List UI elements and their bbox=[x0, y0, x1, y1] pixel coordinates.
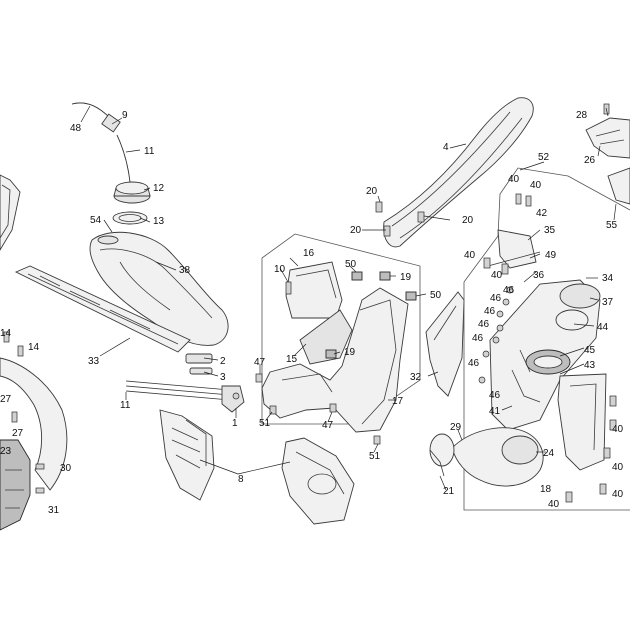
intake-duct bbox=[429, 427, 544, 487]
callout-26: 26 bbox=[584, 155, 596, 166]
callout-15: 15 bbox=[286, 354, 298, 365]
airbox-assembly bbox=[489, 279, 601, 431]
callout-38: 38 bbox=[179, 265, 191, 276]
number-plate-frame bbox=[261, 233, 421, 425]
leader-lines bbox=[80, 105, 617, 491]
callout-34: 34 bbox=[602, 273, 614, 284]
side-panel-strip bbox=[14, 265, 191, 353]
right-radiator-shroud bbox=[281, 437, 355, 525]
callout-32: 32 bbox=[410, 372, 422, 383]
callout-2: 2 bbox=[220, 356, 226, 367]
callout-29: 29 bbox=[450, 422, 462, 433]
number-plate bbox=[285, 261, 343, 319]
callout-51a: 51 bbox=[259, 418, 271, 429]
rear-rack-parts bbox=[585, 103, 630, 205]
callout-14b: 14 bbox=[28, 342, 40, 353]
callout-40g: 40 bbox=[612, 462, 624, 473]
callout-43: 43 bbox=[584, 360, 596, 371]
airbox-side-bracket bbox=[557, 373, 607, 471]
callout-40e: 40 bbox=[548, 499, 560, 510]
callout-17: 17 bbox=[392, 396, 404, 407]
left-front-fairing bbox=[0, 174, 68, 531]
callout-31: 31 bbox=[48, 505, 60, 516]
mask-screws bbox=[255, 281, 381, 445]
callout-21: 21 bbox=[443, 486, 455, 497]
callout-23: 23 bbox=[0, 446, 12, 457]
fuel-hose-assembly bbox=[71, 102, 131, 183]
callout-40d: 40 bbox=[491, 270, 503, 281]
callout-40f: 40 bbox=[612, 424, 624, 435]
callout-18: 18 bbox=[540, 484, 552, 495]
callout-28: 28 bbox=[576, 110, 588, 121]
callout-47a: 47 bbox=[254, 357, 266, 368]
callout-labels: 48 9 11 12 13 54 38 33 2 3 11 1 14 14 27… bbox=[0, 110, 624, 516]
side-number-panel bbox=[425, 291, 465, 397]
callout-50b: 50 bbox=[430, 290, 442, 301]
airbox-frame bbox=[463, 167, 630, 511]
fuel-tank bbox=[89, 231, 229, 346]
callout-50a: 50 bbox=[345, 259, 357, 270]
callout-46a: 46 bbox=[503, 285, 515, 296]
callout-9: 9 bbox=[122, 110, 128, 121]
callout-48: 48 bbox=[70, 123, 82, 134]
callout-30: 30 bbox=[60, 463, 72, 474]
headlight-mask bbox=[261, 287, 409, 433]
callout-14a: 14 bbox=[0, 328, 12, 339]
callout-12: 12 bbox=[153, 183, 165, 194]
callout-27b: 27 bbox=[12, 428, 24, 439]
callout-42: 42 bbox=[536, 208, 548, 219]
callout-46e: 46 bbox=[472, 333, 484, 344]
callout-20a: 20 bbox=[366, 186, 378, 197]
left-small-screws bbox=[3, 331, 45, 494]
callout-47b: 47 bbox=[322, 420, 334, 431]
callout-11b: 11 bbox=[120, 400, 131, 411]
callout-24: 24 bbox=[543, 448, 555, 459]
callout-35: 35 bbox=[544, 225, 556, 236]
callout-8: 8 bbox=[238, 474, 244, 485]
callout-36: 36 bbox=[533, 270, 545, 281]
callout-45: 45 bbox=[584, 345, 596, 356]
callout-46b: 46 bbox=[490, 293, 502, 304]
callout-33: 33 bbox=[88, 356, 100, 367]
fuel-tap-and-pipes bbox=[125, 353, 245, 413]
callout-51b: 51 bbox=[369, 451, 381, 462]
callout-49: 49 bbox=[545, 250, 557, 261]
callout-19a: 19 bbox=[400, 272, 412, 283]
callout-40b: 40 bbox=[530, 180, 542, 191]
callout-40h: 40 bbox=[612, 489, 624, 500]
callout-55: 55 bbox=[606, 220, 618, 231]
callout-44: 44 bbox=[597, 322, 609, 333]
callout-46c: 46 bbox=[484, 306, 496, 317]
left-radiator-shroud bbox=[159, 409, 215, 501]
callout-16: 16 bbox=[303, 248, 315, 259]
callout-10: 10 bbox=[274, 264, 286, 275]
callout-40c: 40 bbox=[464, 250, 476, 261]
airbox-brackets bbox=[483, 193, 541, 275]
callout-46f: 46 bbox=[468, 358, 480, 369]
fender-bolts bbox=[375, 201, 425, 237]
callout-13: 13 bbox=[153, 216, 165, 227]
callout-27a: 27 bbox=[0, 394, 12, 405]
airbox-screws-46 bbox=[478, 286, 514, 384]
callout-46d: 46 bbox=[478, 319, 490, 330]
callout-4: 4 bbox=[443, 142, 449, 153]
airbox-right-screws bbox=[565, 395, 617, 503]
callout-52: 52 bbox=[538, 152, 550, 163]
callout-3: 3 bbox=[220, 372, 226, 383]
front-fender bbox=[383, 97, 534, 248]
callout-19b: 19 bbox=[344, 347, 356, 358]
callout-20b: 20 bbox=[462, 215, 474, 226]
callout-11: 11 bbox=[144, 146, 155, 157]
callout-1: 1 bbox=[232, 418, 238, 429]
fuel-cap bbox=[112, 181, 151, 225]
callout-40a: 40 bbox=[508, 174, 520, 185]
callout-41: 41 bbox=[489, 406, 501, 417]
callout-54: 54 bbox=[90, 215, 102, 226]
callout-20c: 20 bbox=[350, 225, 362, 236]
callout-46g: 46 bbox=[489, 390, 501, 401]
callout-37: 37 bbox=[602, 297, 614, 308]
